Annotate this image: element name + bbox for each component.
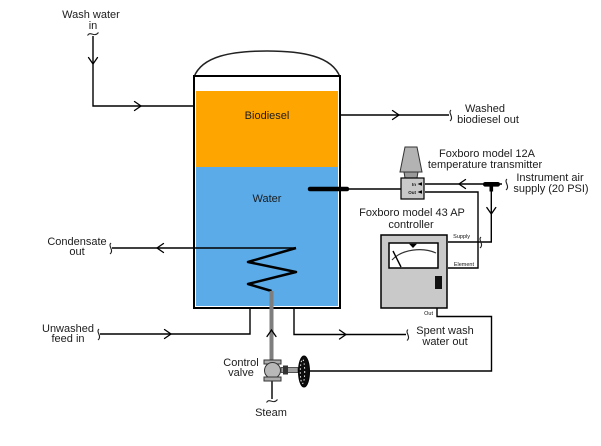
valve-stem-detail (283, 365, 288, 375)
spent-wash-out-label-2: water out (421, 336, 467, 348)
piping (87, 32, 509, 403)
meter-needle (392, 250, 402, 268)
valve-wheel-ribs-icon (299, 359, 306, 384)
valve-stem (280, 367, 299, 373)
line-break-icon (109, 242, 113, 255)
transmitter-body (400, 177, 425, 200)
controller-supply-label: Supply (453, 234, 470, 240)
controller-out-line (310, 308, 493, 372)
wash-water-in-pipe (92, 36, 193, 107)
valve-bottom-flange (263, 376, 282, 382)
transmitter-out-port-label: Out (408, 190, 416, 195)
port-arrow-icon (417, 182, 422, 186)
temperature-transmitter: In Out (307, 146, 425, 200)
condensate-out-label-2: out (69, 246, 84, 258)
flow-arrow-left-icon (155, 242, 165, 254)
meter-scale-arc (391, 249, 437, 261)
control-valve (263, 355, 310, 388)
flow-arrow-right-icon (338, 329, 348, 340)
transmitter-neck (403, 171, 419, 179)
meter-setpoint-icon (409, 243, 417, 248)
unwashed-feed-in-label-2: feed in (51, 333, 84, 345)
flow-arrow-down-icon (87, 56, 99, 66)
controller: Supply Element Out (380, 234, 475, 317)
transmitter-in-port-label: In (412, 182, 416, 187)
line-break-icon (87, 32, 99, 36)
biodiesel-layer (196, 91, 338, 167)
flow-arrow-left-icon (457, 178, 467, 190)
port-arrow-icon (417, 190, 422, 194)
flow-arrow-down-icon (486, 206, 497, 216)
washed-biodiesel-out-label-2: biodiesel out (457, 114, 519, 126)
biodiesel-label: Biodiesel (245, 110, 290, 122)
control-valve-label-2: valve (228, 367, 254, 379)
line-break-icon (266, 399, 278, 403)
instrument-air-label-2: supply (20 PSI) (513, 183, 588, 195)
control-valve-label-1: Control (223, 357, 258, 369)
steam-label: Steam (255, 407, 287, 419)
line-break-icon (97, 328, 101, 341)
flow-arrow-up-icon (266, 328, 277, 338)
condensate-out-label-1: Condensate (47, 236, 106, 248)
transmitter-cone (399, 146, 423, 173)
line-jump-icon (479, 236, 483, 249)
controller-element-label: Element (454, 262, 475, 268)
valve-body (264, 362, 281, 379)
wash-tank: Biodiesel Water (193, 50, 341, 309)
flow-arrow-right-icon (163, 328, 173, 340)
unwashed-feed-in-pipe (100, 309, 251, 335)
stream-labels: Wash water in Washed biodiesel out Foxbo… (42, 9, 589, 419)
controller-out-label: Out (424, 311, 433, 317)
controller-knob (435, 276, 442, 289)
controller-element-line (425, 191, 479, 269)
wash-water-in-label-2: in (89, 20, 98, 32)
spent-wash-out-pipe (293, 309, 406, 336)
line-break-icon (406, 329, 410, 341)
line-break-icon (505, 178, 509, 191)
water-label: Water (253, 193, 282, 205)
controller-label-1: Foxboro model 43 AP (359, 207, 465, 219)
transmitter-label-2: temperature transmitter (428, 159, 543, 171)
tank-dome (193, 50, 341, 78)
controller-label-2: controller (388, 219, 434, 231)
instrument-air-label-1: Instrument air (516, 172, 584, 184)
spent-wash-out-label-1: Spent wash (416, 325, 473, 337)
transmitter-label-1: Foxboro model 12A (439, 148, 536, 160)
coil-zigzag (246, 246, 298, 293)
air-tee-fitting (483, 182, 500, 187)
washed-biodiesel-out-label-1: Washed (465, 103, 505, 115)
air-tee-stem (489, 186, 494, 192)
heating-coil (246, 246, 298, 360)
flow-arrow-right-icon (133, 100, 143, 112)
wash-water-in-label-1: Wash water (62, 9, 120, 21)
controller-supply-line (448, 191, 492, 243)
unwashed-feed-in-label-1: Unwashed (42, 323, 94, 335)
valve-actuator-wheel (298, 355, 310, 388)
line-break-icon (449, 109, 453, 122)
flow-arrow-right-icon (391, 109, 401, 121)
